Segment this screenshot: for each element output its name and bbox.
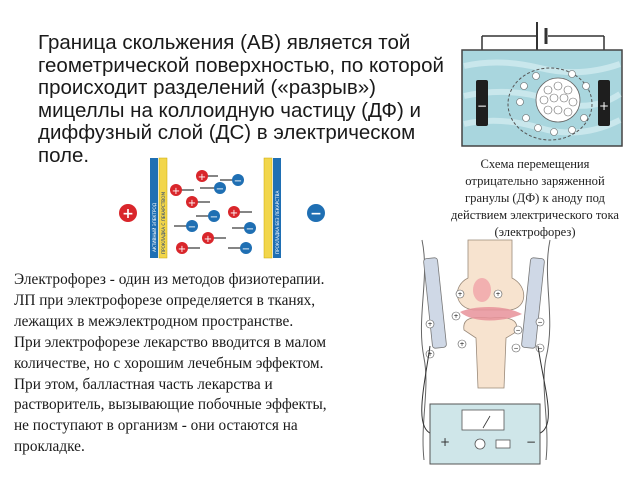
strip-text-drug-pad: ПРОКЛАДКА С ЛЕКАРСТВОМ [161,192,166,254]
device-meter [461,409,505,431]
svg-text:−: − [515,327,520,334]
granule-ions [516,70,590,136]
ion-negative: − [228,242,252,255]
ion-positive: + [196,170,218,183]
body-line: Электрофорез - один из методов физиотера… [14,271,325,288]
svg-text:+: + [427,321,432,328]
svg-text:−: − [537,319,542,326]
device-knob [474,438,486,450]
outer-plus-circle [119,204,137,222]
knee-ions: + + + + + + − − − − [425,289,545,359]
figure-caption: Схема перемещения отрицательно заряженно… [430,156,640,241]
svg-text:−: − [246,224,254,235]
electrolysis-cell-figure: − + [461,22,623,147]
svg-text:−: − [216,184,224,195]
ion-positive: + [176,242,200,255]
svg-text:+: + [178,244,186,255]
caption-line: (электрофорез) [494,225,576,239]
strip-text-active: АКТИВНЫЙ ЭЛЕКТРОД [152,202,157,252]
body-paragraph: Электрофорез - один из методов физиотера… [14,270,396,458]
ion-negative: − [232,222,256,235]
heading-line: геометрической поверхностью, по которой [38,53,444,77]
ion-negative: − [196,210,220,223]
caption-line: гранулы (ДФ) к аноду под [465,191,605,205]
ion-positive: + [186,196,210,209]
body-line: прокладке. [14,438,85,456]
device-switch [495,439,511,449]
electrode-right [598,80,610,126]
ion-migration-diagram: АКТИВНЫЙ ЭЛЕКТРОД ПРОКЛАДКА С ЛЕКАРСТВОМ… [119,157,325,259]
svg-text:+: + [453,313,458,320]
electrode-left [476,80,488,126]
tibia [463,316,518,389]
diffuse-layer-boundary [507,67,593,141]
heading-line: мицеллы на коллоидную частицу (ДФ) и [38,98,421,122]
body-line: не поступают в организм - они остаются н… [14,417,298,435]
patella [473,278,491,302]
svg-text:−: − [242,244,250,255]
outer-minus-sign: − [310,206,322,222]
body-line: количестве, но с хорошим лечебным эффект… [14,354,324,372]
ion-positive: + [202,232,226,245]
caption-line: Схема перемещения [480,157,590,171]
strip-pad-right [263,157,273,259]
body-line: При электрофорезе лекарство вводится в м… [14,333,327,351]
svg-text:+: + [188,198,196,209]
ion-negative: − [220,174,244,187]
heading-paragraph: Граница скольжения (АВ) является той гео… [38,31,468,167]
cell-minus-sign: − [477,99,487,113]
device-minus-sign: − [526,435,536,449]
joint-cartilage [460,307,522,321]
ion-negative: − [174,220,198,233]
leg-outline-right [543,239,551,461]
wire-to-device-left [421,345,433,435]
body-line: ЛП при электрофорезе определяется в ткан… [14,291,316,309]
strip-pad-with-drug [158,157,168,259]
pad-right [521,257,545,349]
heading-line: Граница скольжения (АВ) является той [38,31,411,54]
svg-text:+: + [172,186,180,197]
strip-text-plain-pad: ПРОКЛАДКА БЕЗ ЛЕКАРСТВА [275,191,280,254]
svg-text:+: + [459,341,464,348]
body-line: растворитель, вызывающие побочные эффект… [14,396,327,414]
svg-text:−: − [188,222,196,233]
femur [457,239,525,311]
ion-positive: + [228,206,252,219]
cell-plus-sign: + [599,99,609,113]
svg-text:−: − [513,345,518,352]
caption-line: отрицательно заряженной [465,174,605,188]
body-line: При этом, балластная часть лекарства и [14,375,273,393]
caption-line: действием электрического тока [451,208,619,222]
svg-text:+: + [427,351,432,358]
ion-negative: − [200,182,226,195]
svg-text:+: + [198,172,206,183]
svg-text:+: + [495,291,500,298]
ions: + − + − + − − + + − + − [170,170,256,255]
heading-line: поле. [38,143,90,167]
outer-plus-sign: + [122,206,134,222]
svg-text:−: − [537,345,542,352]
svg-text:+: + [204,234,212,245]
svg-text:+: + [457,291,462,298]
galvanizer-device [429,403,541,465]
strip-active-electrode [150,158,158,258]
wire-to-device-right [537,345,549,435]
knee-electrophoresis-figure: + + + + + + − − − − + − [420,239,551,465]
svg-text:−: − [210,212,218,223]
body-line: лежащих в межэлектродном пространстве. [14,312,294,330]
pad-left [423,257,447,349]
device-plus-sign: + [440,435,450,449]
meter-needle [482,415,491,429]
strip-passive-electrode [273,158,281,258]
ion-positive: + [170,184,194,197]
outer-minus-circle [307,204,325,222]
heading-line: происходит разделений («разрыв») [38,76,377,99]
heading-line: диффузный слой (ДС) в электрическом [38,121,416,144]
svg-text:+: + [230,208,238,219]
svg-text:−: − [234,176,242,187]
